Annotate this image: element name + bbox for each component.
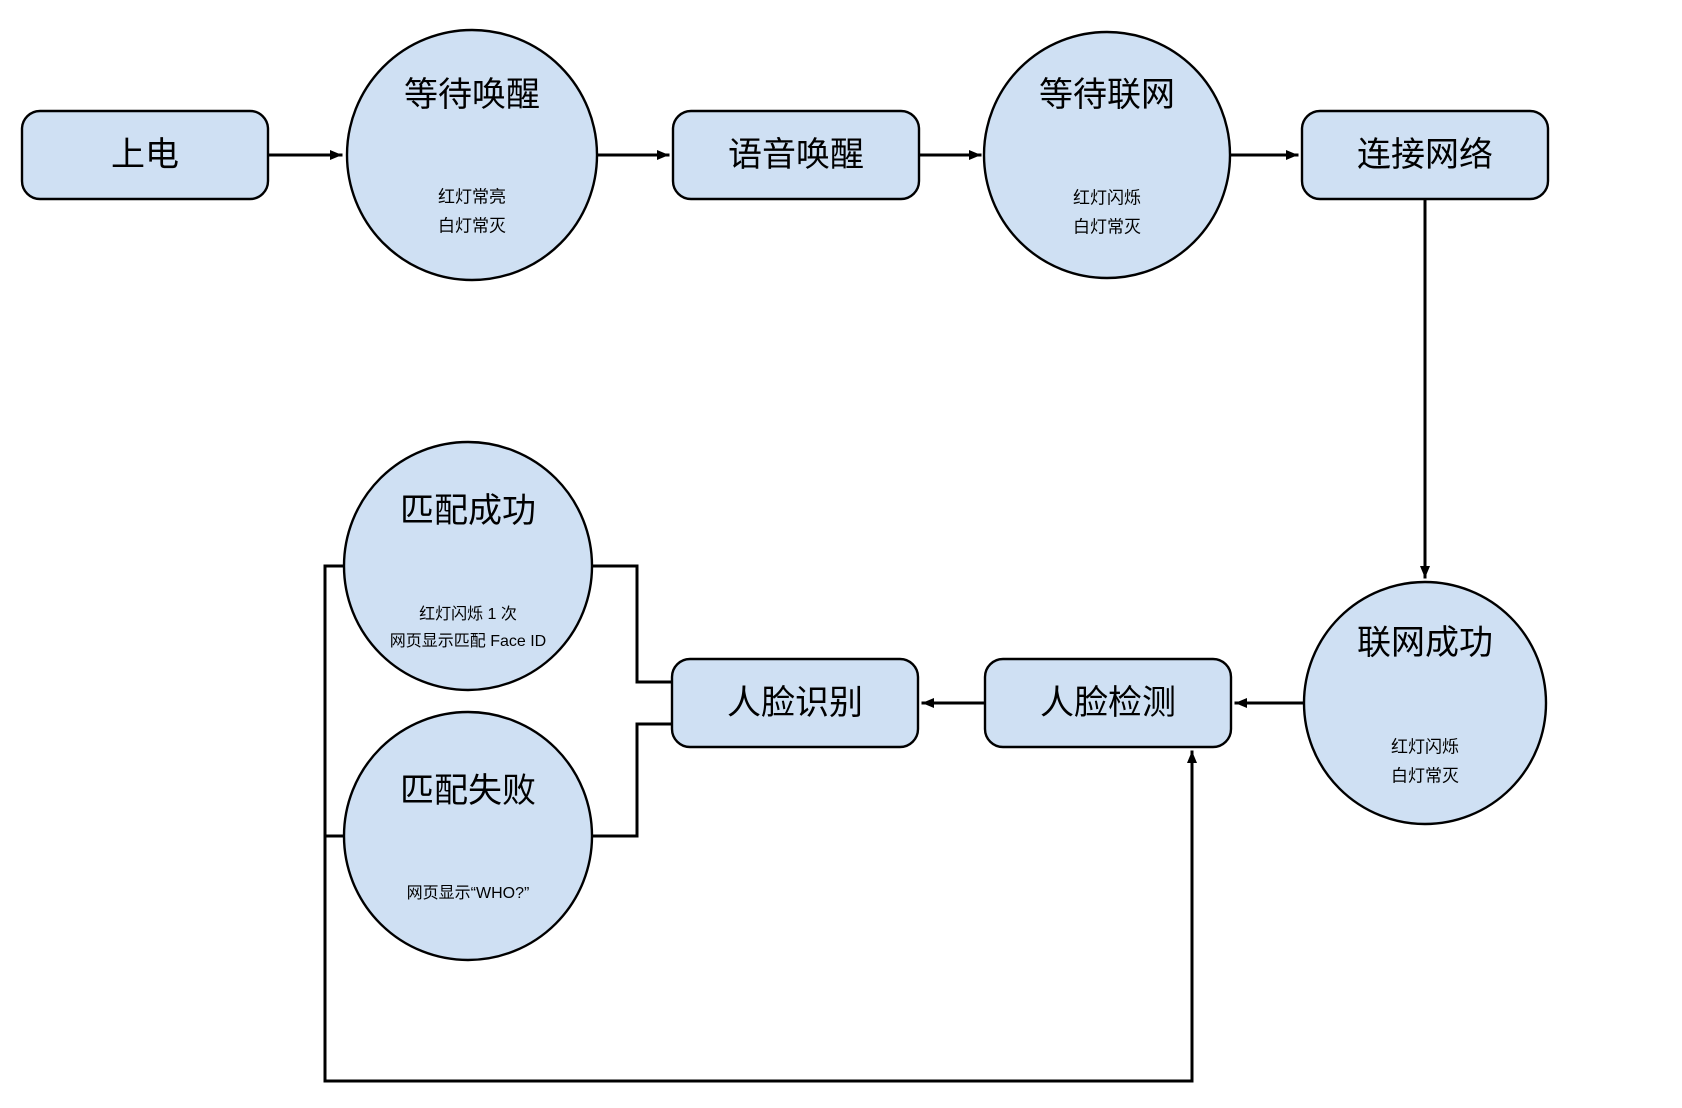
node-network-success-sub-1: 红灯闪烁 <box>1391 737 1459 756</box>
node-wait-wakeup-shape[interactable] <box>345 28 599 282</box>
node-layer: 上电 等待唤醒 红灯常亮 白灯常灭 语音唤醒 等待联网 红灯闪烁 白灯常灭 <box>20 28 1550 962</box>
node-voice-wakeup[interactable]: 语音唤醒 <box>671 109 921 201</box>
node-wait-network-label: 等待联网 <box>1039 76 1175 114</box>
node-match-success[interactable]: 匹配成功 红灯闪烁 1 次 网页显示匹配 Face ID <box>342 440 594 692</box>
node-match-success-sub-2: 网页显示匹配 Face ID <box>390 632 546 650</box>
node-match-success-sub-1: 红灯闪烁 1 次 <box>419 605 517 623</box>
node-face-detect-label: 人脸检测 <box>1040 684 1176 722</box>
node-wait-wakeup-label: 等待唤醒 <box>404 76 540 114</box>
node-wait-network-sub-1: 红灯闪烁 <box>1073 188 1141 207</box>
node-connect-network-shape[interactable] <box>1300 109 1550 201</box>
node-match-fail[interactable]: 匹配失败 网页显示“WHO?” <box>342 710 594 962</box>
node-match-fail-sub-1: 网页显示“WHO?” <box>407 885 530 902</box>
edge-match-fail-to-face-detect-loop <box>323 564 1197 1083</box>
node-wait-network-shape[interactable] <box>982 30 1232 280</box>
node-power-on-label: 上电 <box>111 136 179 174</box>
node-match-fail-label: 匹配失败 <box>400 772 536 810</box>
node-voice-wakeup-shape[interactable] <box>671 109 921 201</box>
node-wait-network[interactable]: 等待联网 红灯闪烁 白灯常灭 <box>982 30 1232 280</box>
node-connect-network-label: 连接网络 <box>1357 136 1493 174</box>
node-wait-wakeup-sub-2: 白灯常灭 <box>438 216 506 235</box>
node-wait-wakeup[interactable]: 等待唤醒 红灯常亮 白灯常灭 <box>345 28 599 282</box>
node-network-success[interactable]: 联网成功 红灯闪烁 白灯常灭 <box>1302 580 1548 826</box>
node-match-success-shape[interactable] <box>342 440 594 692</box>
node-face-recognize[interactable]: 人脸识别 <box>670 657 920 749</box>
node-connect-network[interactable]: 连接网络 <box>1300 109 1550 201</box>
node-face-recognize-shape[interactable] <box>670 657 920 749</box>
node-face-recognize-label: 人脸识别 <box>727 684 863 722</box>
node-wait-wakeup-sub-1: 红灯常亮 <box>438 187 506 206</box>
node-match-fail-shape[interactable] <box>342 710 594 962</box>
node-match-success-label: 匹配成功 <box>400 492 536 530</box>
node-wait-network-sub-2: 白灯常灭 <box>1073 217 1141 236</box>
node-power-on-shape[interactable] <box>20 109 270 201</box>
node-face-detect-shape[interactable] <box>983 657 1233 749</box>
node-network-success-label: 联网成功 <box>1357 624 1493 662</box>
node-network-success-shape[interactable] <box>1302 580 1548 826</box>
node-power-on[interactable]: 上电 <box>20 109 270 201</box>
node-network-success-sub-2: 白灯常灭 <box>1391 766 1459 785</box>
node-voice-wakeup-label: 语音唤醒 <box>728 136 864 174</box>
node-face-detect[interactable]: 人脸检测 <box>983 657 1233 749</box>
